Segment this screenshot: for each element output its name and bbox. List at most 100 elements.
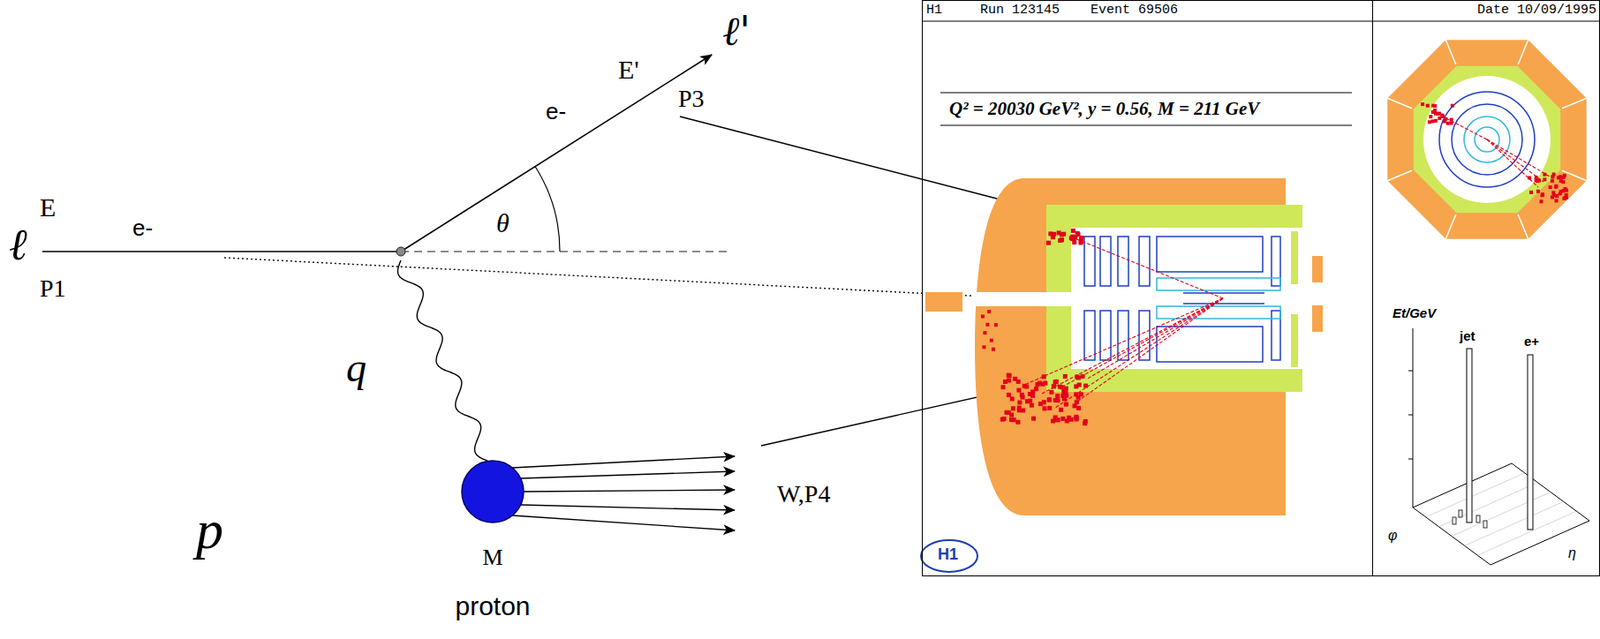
energy-deposit bbox=[1042, 406, 1048, 411]
proton-symbol: p bbox=[196, 499, 224, 560]
energy-deposit bbox=[1025, 399, 1030, 404]
tracker-cavity bbox=[1423, 75, 1551, 204]
energy-deposit bbox=[1537, 179, 1541, 183]
energy-deposit bbox=[1543, 173, 1548, 177]
octant-divider bbox=[1387, 98, 1412, 108]
energy-deposit bbox=[1047, 398, 1052, 403]
proton-target: Mproton bbox=[439, 459, 546, 633]
tracker-chamber bbox=[1084, 310, 1095, 361]
energy-deposit bbox=[1058, 407, 1064, 413]
energy-deposit bbox=[1079, 241, 1084, 246]
tracker-ring bbox=[1439, 91, 1535, 188]
particle-track bbox=[1059, 298, 1223, 389]
octant-divider bbox=[1387, 170, 1412, 181]
energy-deposit bbox=[1047, 397, 1052, 402]
energy-label: E bbox=[39, 192, 56, 222]
energy-label: E' bbox=[618, 54, 640, 84]
energy-deposit bbox=[1554, 194, 1559, 198]
beam-to-detector-arrow bbox=[224, 257, 1004, 298]
energy-deposit bbox=[1037, 381, 1042, 386]
lepton-symbol: ℓ bbox=[8, 220, 28, 270]
silicon-tracker bbox=[1156, 278, 1281, 291]
energy-deposit bbox=[1433, 112, 1438, 116]
energy-deposit bbox=[1073, 415, 1079, 420]
particle-track bbox=[1055, 298, 1223, 408]
energy-deposit bbox=[1554, 185, 1558, 189]
energy-deposit bbox=[1551, 190, 1555, 195]
eta-phi-plane bbox=[1412, 463, 1590, 566]
energy-deposit bbox=[1069, 235, 1074, 241]
energy-deposit bbox=[1558, 175, 1563, 180]
energy-deposit bbox=[1002, 416, 1007, 422]
energy-deposit bbox=[1083, 384, 1088, 389]
energy-deposit bbox=[1064, 419, 1070, 424]
particle-track bbox=[1486, 139, 1539, 188]
energy-deposit bbox=[1442, 120, 1447, 124]
energy-deposit bbox=[1527, 176, 1532, 181]
energy-deposit bbox=[1055, 393, 1060, 399]
energy-deposit bbox=[1046, 241, 1051, 246]
energy-deposit bbox=[1450, 104, 1455, 108]
axis-tick bbox=[1408, 370, 1413, 372]
energy-deposit bbox=[1449, 121, 1454, 126]
energy-deposit bbox=[982, 331, 987, 335]
energy-deposit bbox=[1031, 416, 1036, 422]
tracker-chamber bbox=[1156, 236, 1263, 272]
bar-label: jet bbox=[1459, 329, 1476, 345]
energy-deposit bbox=[1534, 175, 1539, 180]
energy-deposit bbox=[1550, 179, 1555, 183]
energy-deposit bbox=[1048, 231, 1053, 236]
et-bar bbox=[1527, 354, 1533, 530]
et-axis bbox=[1412, 328, 1414, 508]
silicon-tracker bbox=[1156, 306, 1281, 319]
octant-divider bbox=[1562, 170, 1587, 181]
energy-deposit bbox=[1426, 104, 1430, 108]
particle-track bbox=[1070, 236, 1223, 299]
energy-deposit bbox=[1431, 104, 1435, 108]
run-number: Run 123145 bbox=[980, 3, 1060, 19]
energy-deposit bbox=[1082, 421, 1087, 426]
tracker-chamber bbox=[1100, 310, 1111, 361]
energy-deposit bbox=[1529, 190, 1533, 195]
energy-deposit bbox=[1006, 392, 1012, 398]
particle-label: e- bbox=[132, 215, 153, 242]
particle-name: proton bbox=[439, 591, 546, 621]
energy-deposit bbox=[1540, 193, 1545, 197]
energy-deposit bbox=[1071, 228, 1076, 234]
energy-deposit bbox=[1558, 175, 1563, 180]
logo-oval bbox=[920, 540, 978, 573]
momentum-label: P1 bbox=[39, 275, 67, 303]
energy-deposit bbox=[1074, 400, 1080, 405]
inner-octagon bbox=[1413, 66, 1561, 213]
energy-deposit bbox=[1428, 114, 1433, 119]
energy-deposit bbox=[1427, 120, 1432, 124]
energy-deposit bbox=[994, 323, 998, 327]
small-bar bbox=[1476, 515, 1480, 523]
energy-deposit bbox=[1542, 177, 1547, 182]
octant-divider bbox=[1517, 214, 1528, 240]
energy-deposit bbox=[1006, 410, 1012, 416]
formula-rule bbox=[940, 91, 1352, 93]
particle-track bbox=[1439, 114, 1487, 140]
energy-deposit bbox=[1558, 191, 1563, 196]
energy-deposit bbox=[1077, 383, 1082, 388]
energy-deposit bbox=[1063, 374, 1068, 379]
energy-deposit bbox=[1001, 384, 1006, 390]
hadron-track bbox=[512, 515, 735, 531]
energy-deposit bbox=[1071, 240, 1077, 245]
tracker-chamber bbox=[1117, 236, 1129, 287]
energy-deposit bbox=[1079, 235, 1085, 241]
energy-deposit bbox=[1017, 406, 1022, 411]
formula-rule bbox=[940, 124, 1352, 126]
small-bar bbox=[1452, 517, 1457, 525]
energy-deposit bbox=[1548, 185, 1553, 189]
axis-tick bbox=[1408, 415, 1413, 416]
beam-pipe bbox=[1183, 302, 1265, 305]
energy-deposit bbox=[1061, 232, 1066, 237]
incoming-lepton-line bbox=[42, 250, 401, 253]
backward-module bbox=[1312, 305, 1323, 333]
event-date: Date 10/09/1995 bbox=[1477, 3, 1597, 19]
energy-deposit bbox=[1007, 373, 1012, 378]
energy-deposit bbox=[987, 309, 991, 314]
